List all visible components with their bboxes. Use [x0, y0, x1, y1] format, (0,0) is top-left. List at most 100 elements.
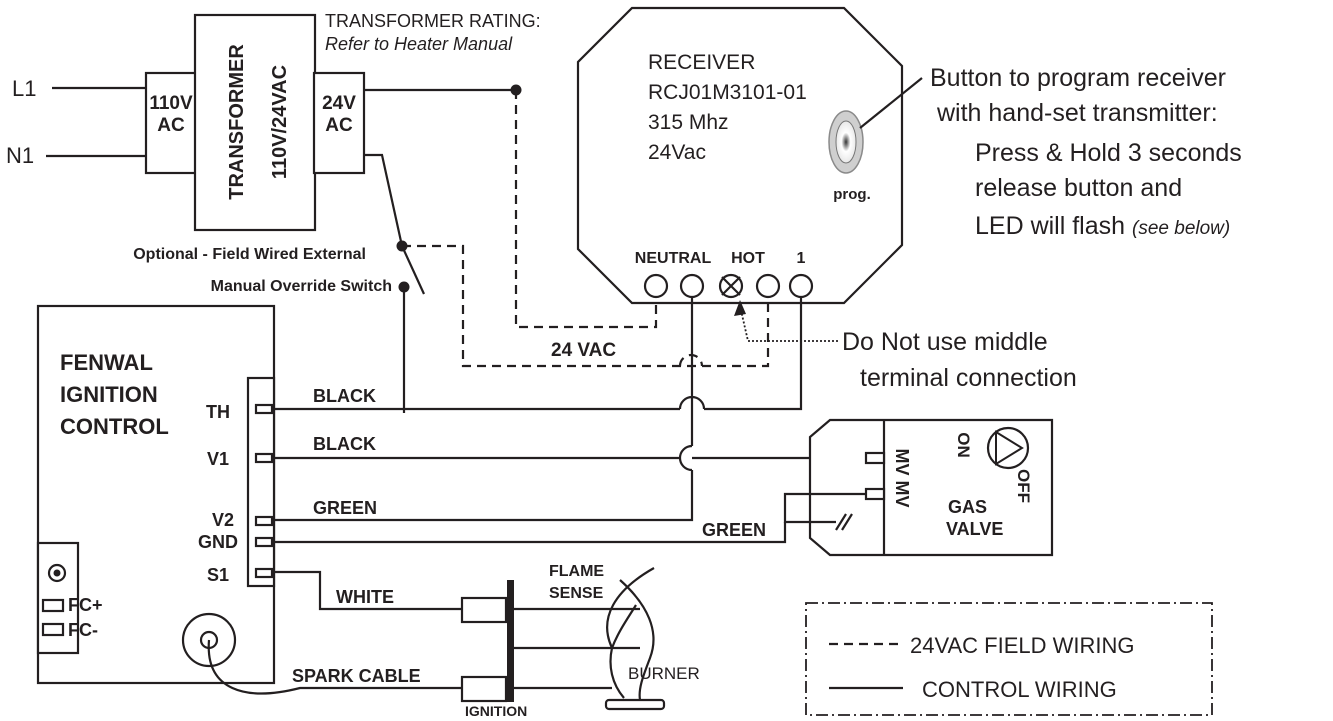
- wire-th-black: [704, 297, 803, 411]
- transformer-voltage: 110V/24VAC: [269, 65, 291, 179]
- burner-assembly: FLAME SENSE BURNER IGNITION: [460, 563, 700, 719]
- wire-s1-white-label: WHITE: [336, 587, 394, 607]
- valve-knob-icon[interactable]: [986, 426, 1030, 470]
- prog-note-line4: release button and: [975, 174, 1182, 202]
- wire-s1-white: [272, 570, 462, 611]
- receiver-voltage: 24Vac: [648, 141, 706, 164]
- switch-note-line2: Manual Override Switch: [211, 278, 392, 295]
- valve-ground-tab: [835, 513, 847, 531]
- valve-ground-lead: [783, 492, 866, 524]
- legend-field-wiring-label: 24VAC FIELD WIRING: [910, 633, 1135, 658]
- valve-ground-tab: [841, 513, 853, 531]
- terminal-neutral-b[interactable]: [679, 273, 705, 299]
- receiver-housing: [576, 6, 904, 305]
- gas-valve: MV MV ON OFF GAS VALVE: [783, 418, 1054, 557]
- switch-note-line1: Optional - Field Wired External: [133, 246, 366, 263]
- receiver-frequency: 315 Mhz: [648, 111, 729, 134]
- transformer-out-label-1: 24V: [322, 93, 356, 114]
- terminal-1-label: 1: [797, 250, 806, 267]
- valve-mv-label: MV MV: [892, 448, 912, 507]
- middle-note-line1: Do Not use middle: [842, 328, 1048, 356]
- burner-base: [604, 698, 666, 711]
- ignition-control: FENWAL IGNITION CONTROL TH V1 V2 GND S1 …: [36, 304, 276, 685]
- terminal-1[interactable]: [788, 273, 814, 299]
- wire-v1-black-hop: [678, 444, 693, 472]
- ignition-control-line2: IGNITION: [60, 382, 158, 407]
- terminal-gnd[interactable]: [254, 536, 274, 548]
- receiver-model: RCJ01M3101-01: [648, 81, 807, 104]
- terminal-s1[interactable]: [254, 567, 274, 579]
- terminal-v1-label: V1: [207, 449, 229, 469]
- transformer-title: TRANSFORMER: [226, 44, 248, 200]
- terminal-th[interactable]: [254, 403, 274, 415]
- wire-v2-green-label: GREEN: [313, 498, 377, 518]
- terminal-middle-x-mark: [721, 276, 741, 296]
- wire-v2-green: [272, 470, 694, 522]
- terminal-v1[interactable]: [254, 452, 274, 464]
- transformer-out-label-2: AC: [325, 115, 353, 136]
- terminal-fc-minus[interactable]: [41, 622, 65, 637]
- flame-icon: [606, 567, 655, 699]
- transformer-secondary-box: [312, 71, 366, 175]
- ground-screw-icon: [53, 569, 61, 577]
- 24v-bottom-wire: [364, 153, 404, 247]
- 24vac-field-wire-neutral: [514, 90, 658, 329]
- flame-label-1: FLAME: [549, 563, 604, 580]
- 24vac-field-wire-hot: [402, 244, 770, 368]
- transformer-in-label-1: 110V: [149, 93, 193, 114]
- wire-th-black-label: BLACK: [313, 386, 376, 406]
- legend: 24VAC FIELD WIRING CONTROL WIRING: [805, 602, 1213, 716]
- gas-valve-line1: GAS: [948, 497, 987, 517]
- terminal-v2[interactable]: [254, 515, 274, 527]
- wire-gnd-green-label: GREEN: [702, 520, 766, 540]
- ignition-control-line1: FENWAL: [60, 350, 153, 375]
- terminal-hot-label: HOT: [731, 250, 765, 267]
- ignition-control-line3: CONTROL: [60, 414, 169, 439]
- flame-sensor-insulator: [460, 596, 508, 624]
- terminal-v2-label: V2: [212, 510, 234, 530]
- burner-label: BURNER: [628, 664, 700, 683]
- prog-note-line3: Press & Hold 3 seconds: [975, 139, 1242, 167]
- wire-gnd-green: [272, 522, 787, 544]
- prog-button-label: prog.: [833, 186, 871, 203]
- igniter-insulator: [460, 675, 508, 703]
- middle-terminal-arrowhead: [734, 300, 746, 316]
- prog-note-line2: with hand-set transmitter:: [936, 99, 1218, 127]
- terminal-neutral-a[interactable]: [643, 273, 669, 299]
- receiver-name: RECEIVER: [648, 51, 755, 74]
- terminal-hot[interactable]: [755, 273, 781, 299]
- l1-label: L1: [12, 76, 36, 101]
- terminal-s1-label: S1: [207, 565, 229, 585]
- valve-off-label: OFF: [1014, 469, 1033, 503]
- prog-note-leader: [859, 77, 923, 129]
- transformer: 110V AC 24V AC TRANSFORMER 110V/24VAC: [144, 13, 366, 232]
- receiver: RECEIVER RCJ01M3101-01 315 Mhz 24Vac pro…: [576, 6, 904, 305]
- spark-cable: [207, 639, 462, 695]
- terminal-fc-plus[interactable]: [41, 598, 65, 613]
- legend-control-wiring-label: CONTROL WIRING: [922, 677, 1117, 702]
- valve-knob-indicator: [995, 430, 1024, 466]
- flame-icon: [610, 604, 637, 649]
- flame-icon: [619, 579, 655, 701]
- middle-note-line2: terminal connection: [860, 364, 1077, 392]
- burner-bracket: [507, 580, 514, 702]
- prog-note-line5: LED will flash (see below): [975, 212, 1230, 240]
- wire-v1-black-label: BLACK: [313, 434, 376, 454]
- ignition-label: IGNITION: [465, 703, 527, 719]
- terminal-th-label: TH: [206, 402, 230, 422]
- flame-label-2: SENSE: [549, 585, 604, 602]
- 24vac-wire-label: 24 VAC: [551, 340, 616, 361]
- transformer-body: [193, 13, 317, 232]
- n1-label: N1: [6, 143, 34, 168]
- valve-terminal[interactable]: [864, 451, 886, 465]
- valve-on-label: ON: [954, 432, 973, 458]
- terminal-fc-plus-label: FC+: [68, 595, 103, 615]
- gas-valve-line2: VALVE: [946, 519, 1003, 539]
- transformer-rating-title: TRANSFORMER RATING:: [325, 11, 541, 31]
- prog-button-led: [835, 120, 857, 164]
- middle-terminal-pointer: [739, 305, 838, 342]
- valve-terminal[interactable]: [864, 487, 886, 501]
- override-switch-blade: [401, 245, 425, 295]
- transformer-rating-note: Refer to Heater Manual: [325, 34, 513, 54]
